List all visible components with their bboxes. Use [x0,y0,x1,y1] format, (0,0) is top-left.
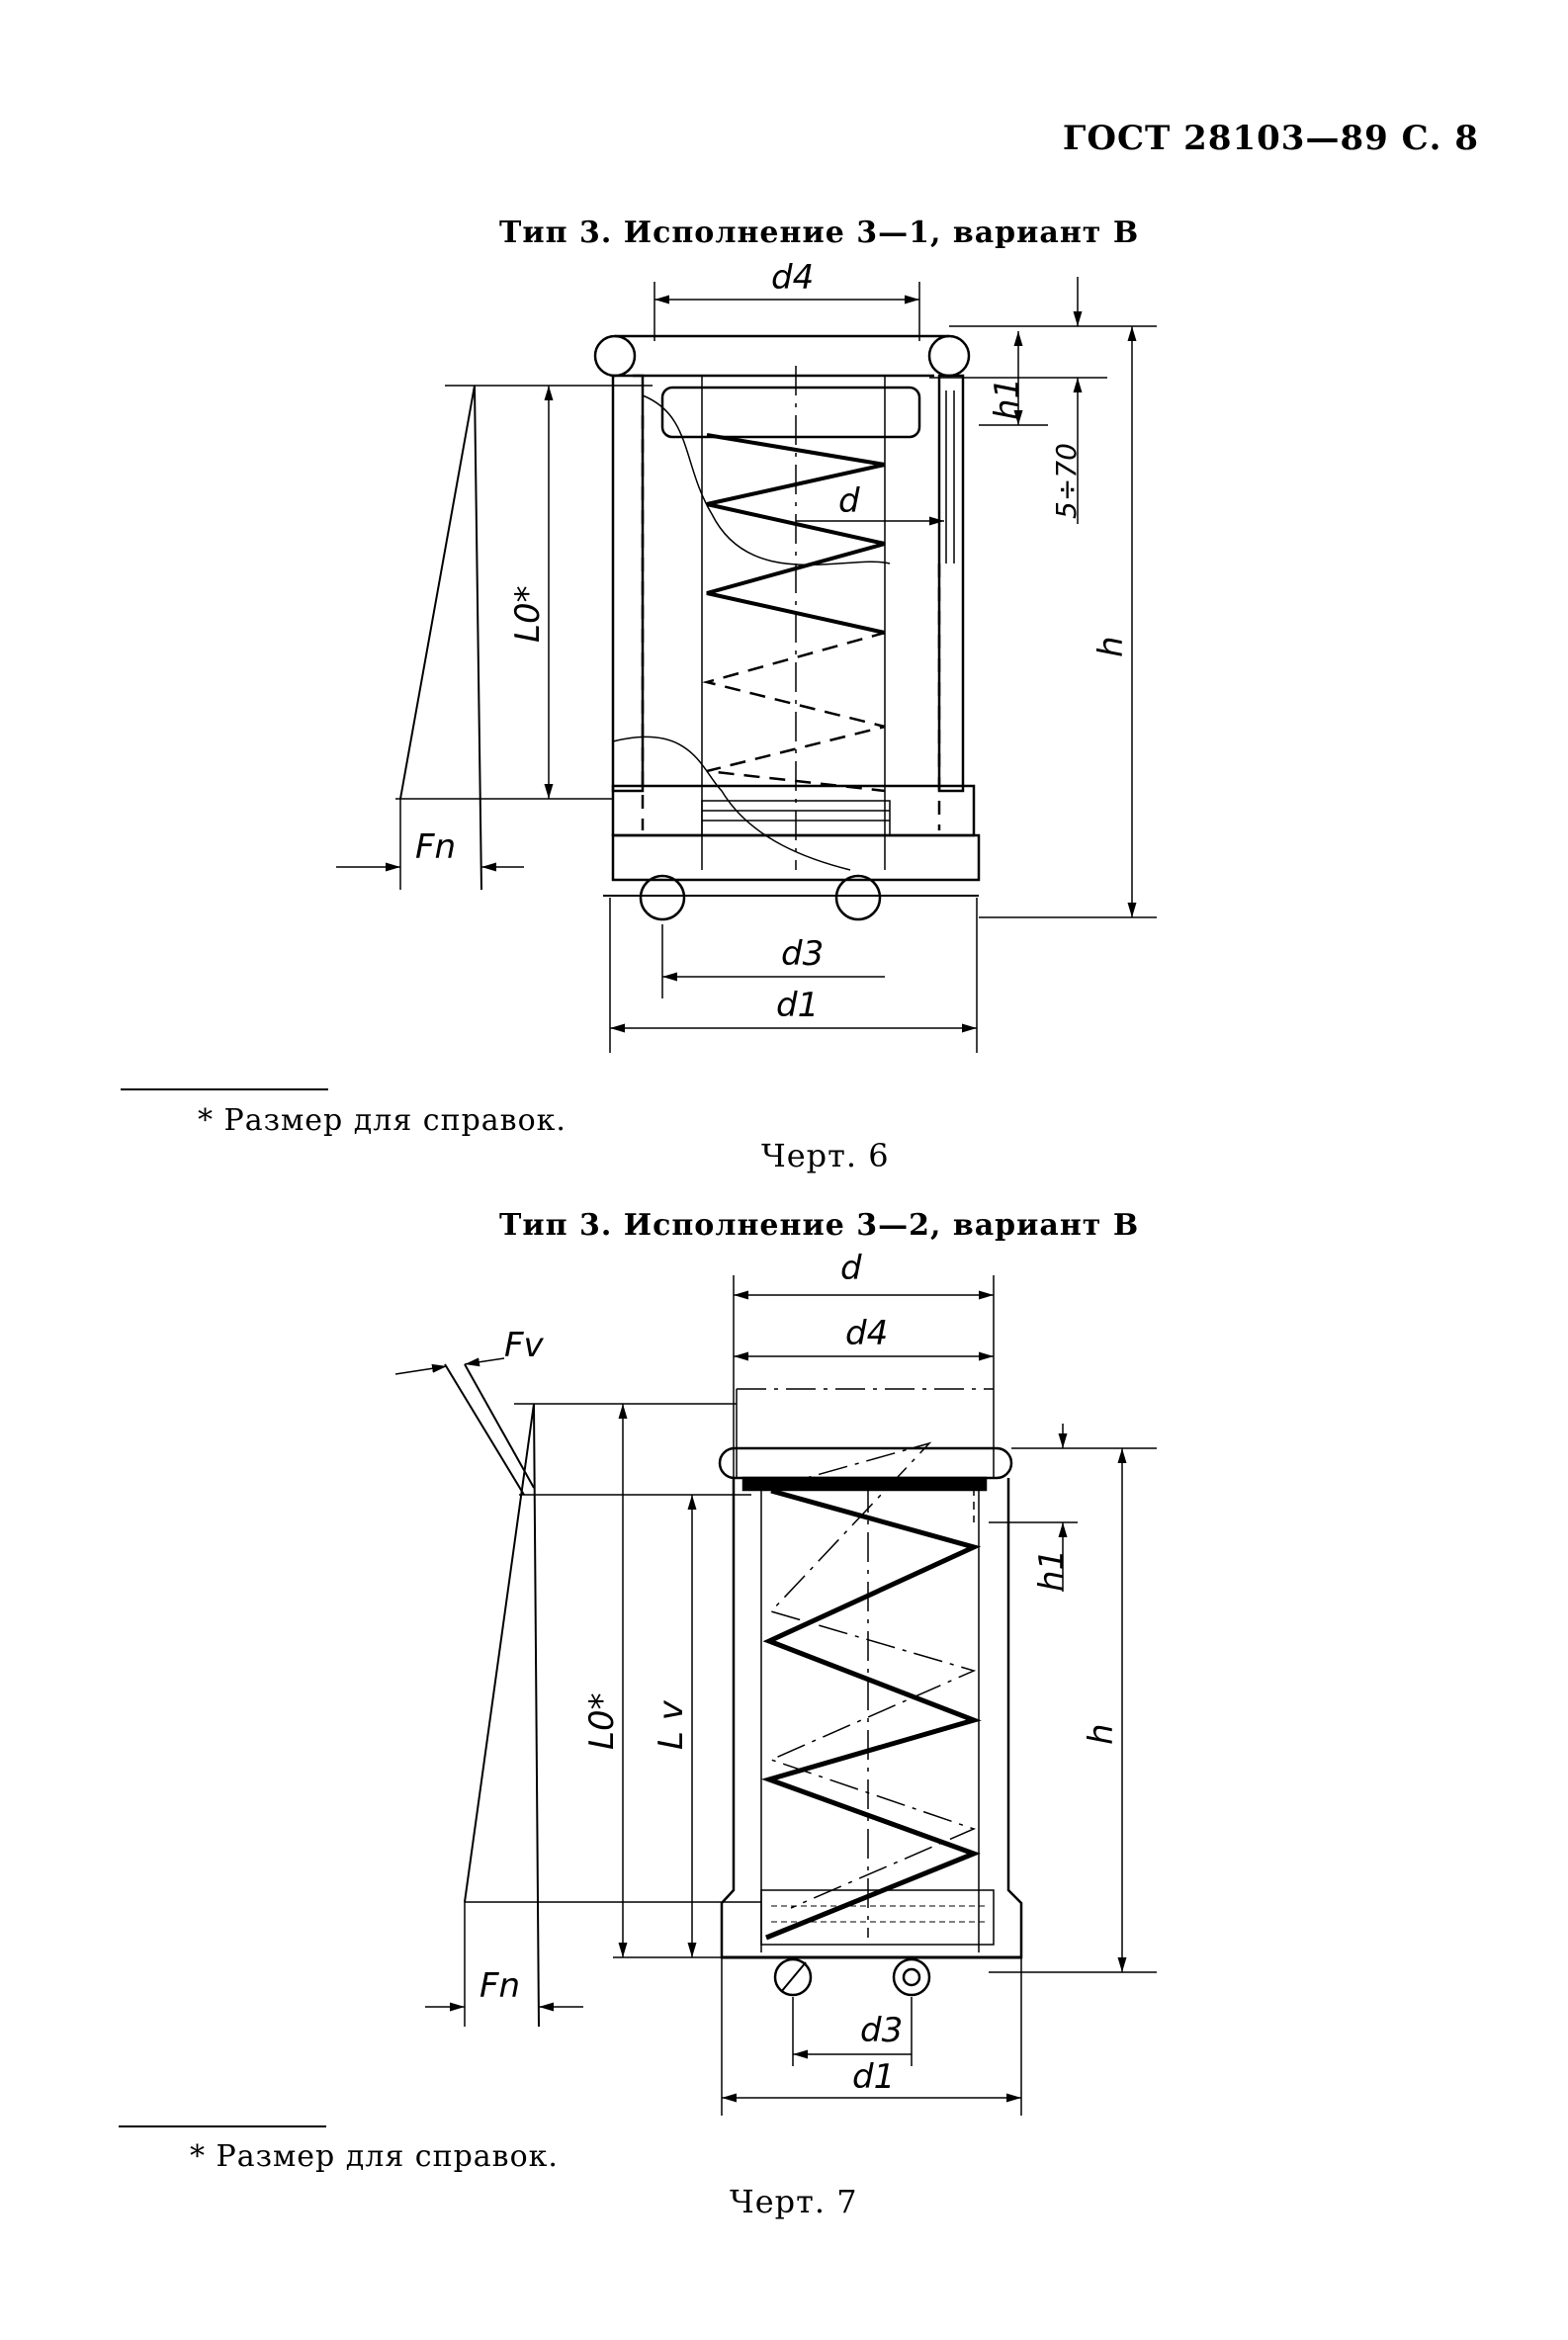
footnote-rule-1 [121,1088,328,1090]
spring-top-plate [660,386,921,439]
fig2-top-cover [718,1446,1013,1480]
footnote-rule-2 [119,2125,326,2127]
figure1-title: Тип 3. Исполнение 3—1, вариант В [499,216,1140,250]
page-header: ГОСТ 28103—89 С. 8 [1062,119,1479,158]
fig2-label-Fn: Fn [479,1966,520,2006]
fig2-label-d1: d1 [852,2057,895,2097]
figure2-caption: Черт. 7 [730,2183,858,2220]
fig2-label-h: h [1082,1723,1121,1745]
fig1-label-h: h [1091,636,1131,657]
fig2-label-d4: d4 [845,1314,888,1353]
fig1-label-range: 5÷70 [1050,443,1083,519]
fig1-label-d: d [838,481,860,521]
bottom-right-wheel [834,874,882,921]
fig2-housing [720,1478,1023,1959]
fig1-label-d3: d3 [781,934,824,974]
fig2-label-L0: L0* [582,1692,622,1750]
fig1-label-d4: d4 [771,258,814,298]
fig1-label-d1: d1 [776,986,819,1025]
bottom-left-wheel [639,874,686,921]
fig1-label-Fn: Fn [415,827,456,867]
fig2-spring-solid [760,1488,982,1941]
fig2-label-d3: d3 [860,2011,903,2050]
figure1-footnote: * Размер для справок. [198,1103,566,1138]
fig2-spring-dashdot [768,1441,977,1909]
figure2-title: Тип 3. Исполнение 3—2, вариант В [499,1208,1140,1243]
fig1-label-L0: L0* [508,585,548,643]
housing-right-wall [937,374,965,793]
fig2-label-h1: h1 [1032,1549,1072,1592]
fig2-label-Fv: Fv [504,1326,545,1365]
fig1-label-h1: h1 [988,378,1027,420]
fig2-label-Lv: L v [652,1699,691,1750]
fig2-right-wheel [892,1957,931,1997]
figure1-caption: Черт. 6 [761,1137,890,1174]
figure2-footnote: * Размер для справок. [190,2139,559,2174]
fig2-left-wheel [773,1957,813,1997]
fig2-label-d: d [840,1249,862,1288]
